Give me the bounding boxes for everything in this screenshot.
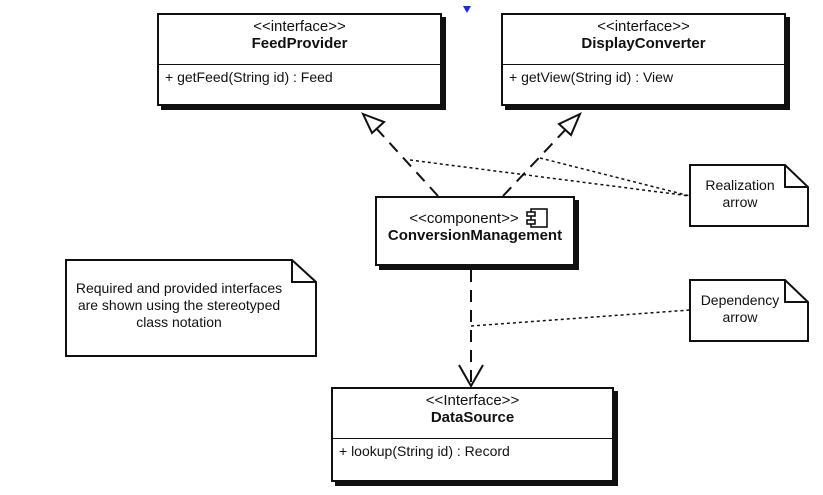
conversionmanagement-component-box: <<component>> ConversionManagement <box>375 196 575 266</box>
required-provided-note-line-1: Required and provided interfaces <box>75 280 283 296</box>
displayconverter-operation: + getView(String id) : View <box>509 69 674 85</box>
required-provided-note: Required and provided interfaces are sho… <box>66 280 292 331</box>
realization-arrowhead-displayconverter <box>557 111 582 137</box>
realization-arrowhead-feedprovider <box>361 112 386 135</box>
realization-note: Realization arrow <box>690 177 790 211</box>
realization-note-pointer-2 <box>539 157 691 197</box>
dependency-note-line-2: arrow <box>722 309 758 325</box>
realization-note-pointer-1 <box>409 159 691 197</box>
dependency-note-shape <box>689 279 809 342</box>
dependency-note-line-1: Dependency <box>700 292 780 308</box>
feedprovider-operation: + getFeed(String id) : Feed <box>165 69 333 85</box>
datasource-stereotype: <<Interface>> <box>425 392 520 409</box>
required-provided-note-line-3: class notation <box>136 314 222 330</box>
component-icon <box>526 208 548 228</box>
realization-line-displayconverter <box>502 127 568 197</box>
datasource-interface-box: <<Interface>> DataSource + lookup(String… <box>331 387 614 482</box>
displayconverter-name: DisplayConverter <box>581 35 706 52</box>
feedprovider-name: FeedProvider <box>251 35 348 52</box>
realization-note-line-2: arrow <box>722 194 758 210</box>
displayconverter-header: <<interface>> DisplayConverter <box>503 15 784 65</box>
dependency-note: Dependency arrow <box>690 292 790 326</box>
datasource-name: DataSource <box>430 409 515 426</box>
datasource-header: <<Interface>> DataSource <box>333 389 612 439</box>
realization-note-line-1: Realization <box>705 177 775 193</box>
displayconverter-stereotype: <<interface>> <box>597 18 690 35</box>
component-name: ConversionManagement <box>387 227 563 244</box>
feedprovider-interface-box: <<interface>> FeedProvider + getFeed(Str… <box>157 13 442 106</box>
feedprovider-header: <<interface>> FeedProvider <box>159 15 440 65</box>
required-provided-note-shape <box>65 259 317 357</box>
datasource-operation: + lookup(String id) : Record <box>339 443 510 459</box>
displayconverter-interface-box: <<interface>> DisplayConverter + getView… <box>501 13 786 106</box>
feedprovider-stereotype: <<interface>> <box>253 18 346 35</box>
realization-line-feedprovider <box>375 127 439 197</box>
dependency-arrowhead <box>458 364 484 389</box>
dependency-note-pointer <box>470 309 691 327</box>
realization-note-shape <box>689 164 809 227</box>
top-marker <box>463 6 471 13</box>
required-provided-note-line-2: are shown using the stereotyped <box>77 297 281 313</box>
component-stereotype: <<component>> <box>409 210 519 227</box>
